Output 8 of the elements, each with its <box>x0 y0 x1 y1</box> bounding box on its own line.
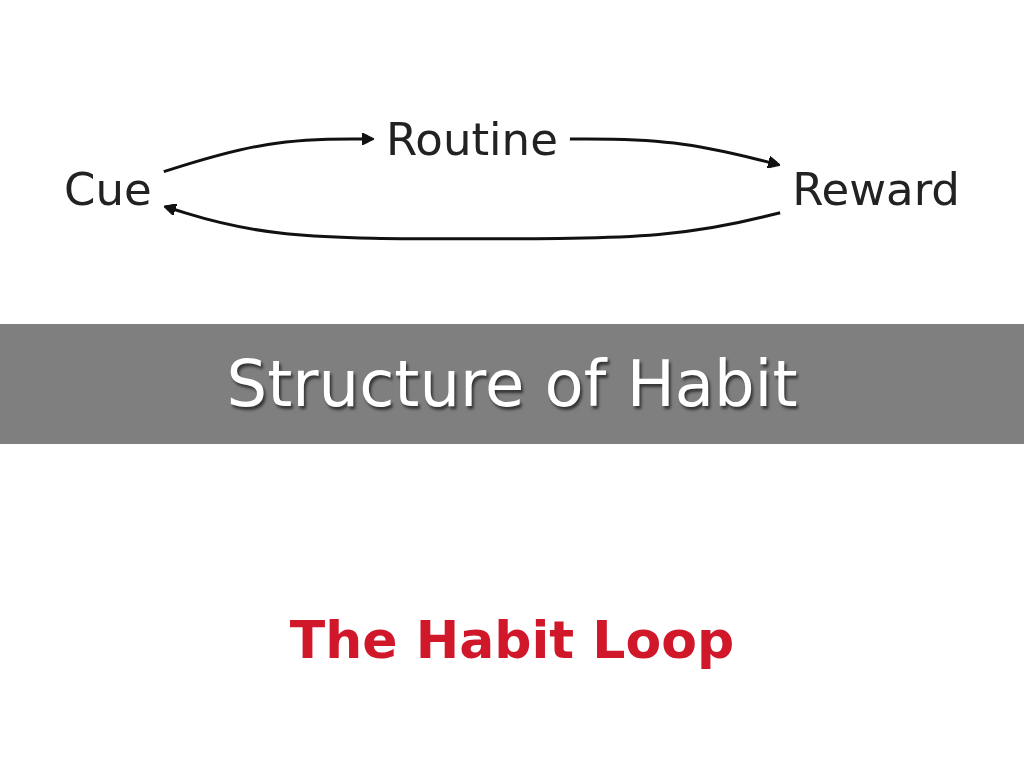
arrow <box>569 137 781 169</box>
arrow <box>163 203 781 241</box>
step-label: Cue <box>64 162 152 216</box>
caption: The Habit Loop <box>289 610 735 670</box>
step-label: Routine <box>386 112 558 166</box>
title-banner: Structure of Habit <box>0 324 1024 444</box>
arrow <box>163 132 375 173</box>
step-label: Reward <box>792 162 960 216</box>
